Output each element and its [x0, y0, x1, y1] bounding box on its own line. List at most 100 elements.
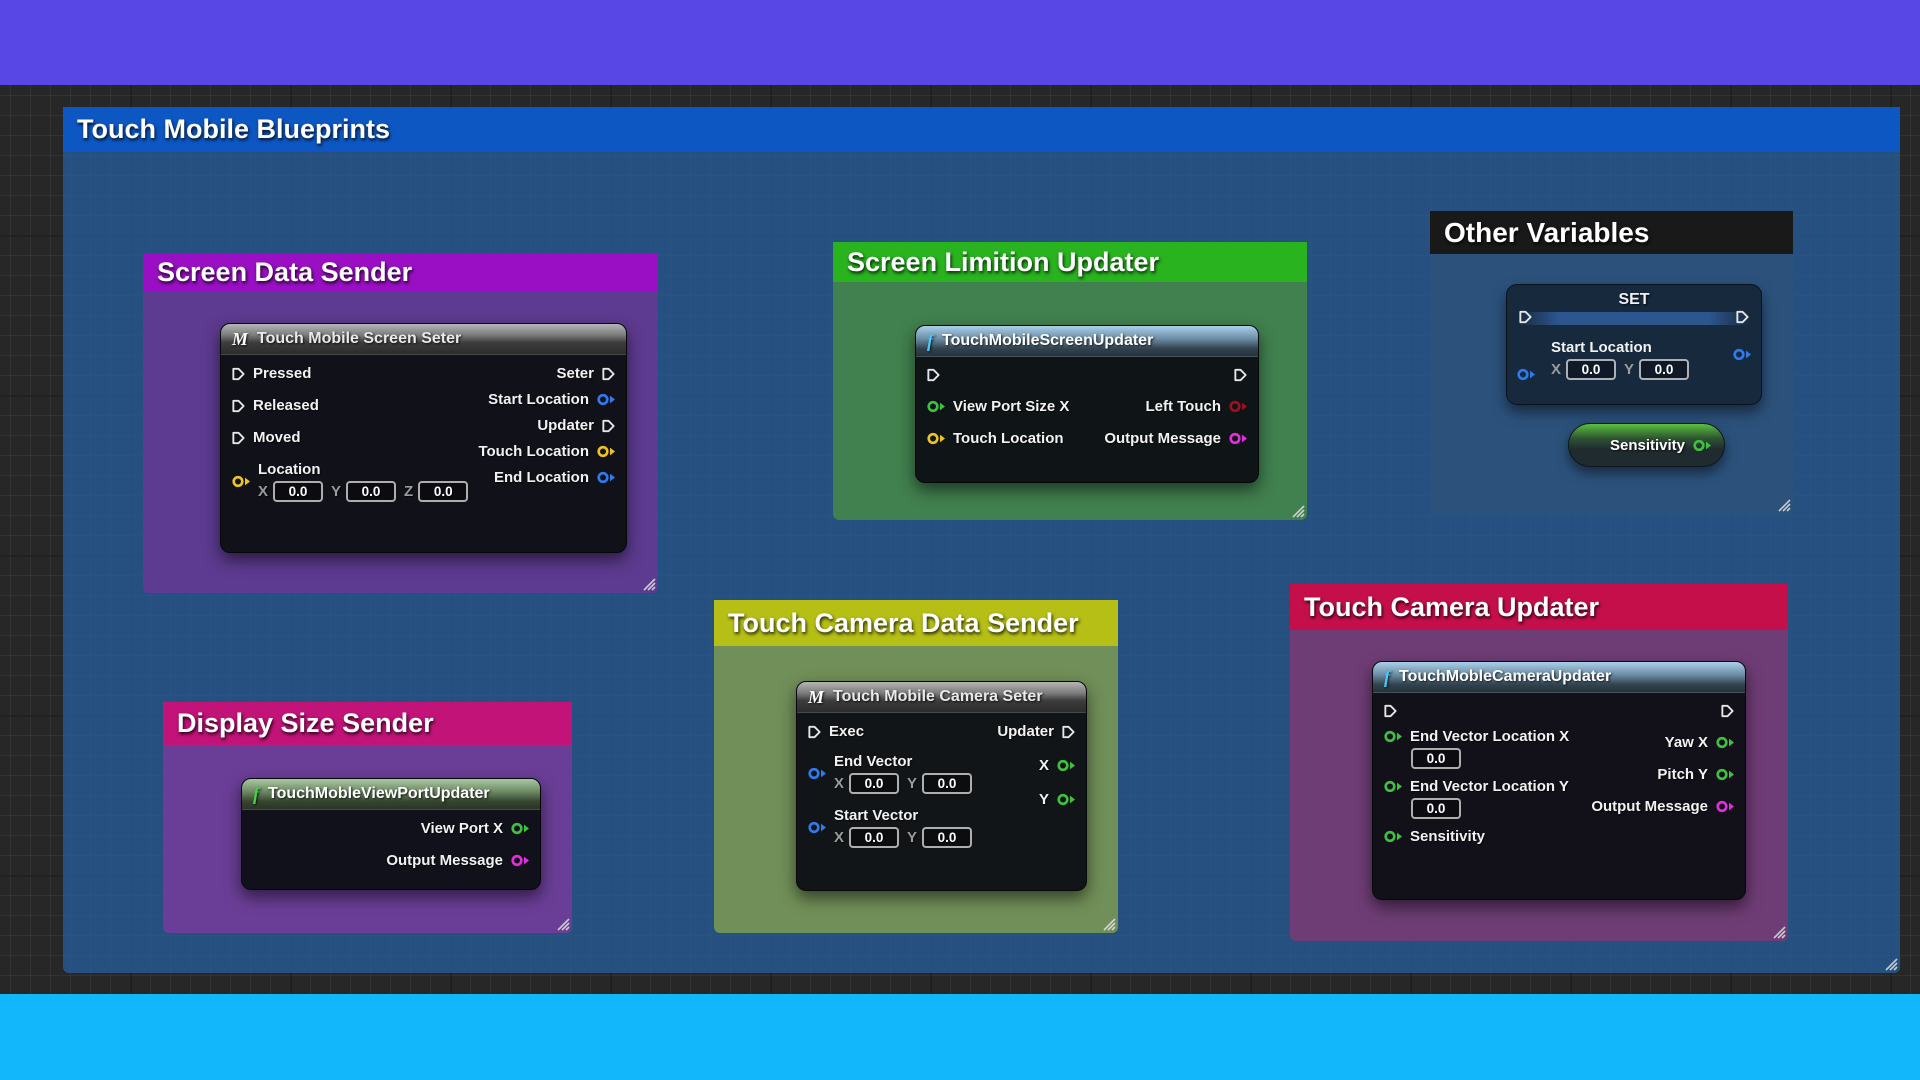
float-pin-icon[interactable]: [510, 821, 530, 836]
vector2d-pin-icon[interactable]: [1732, 347, 1752, 362]
string-pin-icon[interactable]: [510, 853, 530, 868]
value-field[interactable]: 0.0: [1411, 798, 1461, 819]
comment-title: Display Size Sender: [177, 708, 434, 738]
pin-exec: Exec: [807, 723, 864, 740]
value-field[interactable]: 0.0: [273, 481, 324, 502]
node-header[interactable]: M Touch Mobile Screen Seter: [221, 324, 626, 355]
node-get-sensitivity[interactable]: Sensitivity: [1568, 423, 1725, 467]
value-field[interactable]: 0.0: [1411, 748, 1461, 769]
string-pin-icon[interactable]: [1228, 431, 1248, 446]
pin-output-message: Output Message: [1591, 798, 1735, 815]
exec-pin-icon[interactable]: [231, 366, 246, 382]
node-header[interactable]: M Touch Mobile Camera Seter: [797, 682, 1086, 713]
float-pin-icon[interactable]: [1383, 829, 1403, 844]
vector-pin-icon[interactable]: [231, 474, 251, 489]
resize-handle-icon[interactable]: [1288, 501, 1305, 518]
value-field[interactable]: 0.0: [922, 827, 973, 848]
float-pin-icon[interactable]: [1383, 779, 1403, 794]
string-pin-icon[interactable]: [1715, 799, 1735, 814]
vector2d-pin-icon[interactable]: [596, 392, 616, 407]
comment-title: Touch Mobile Blueprints: [77, 114, 390, 144]
exec-pin-icon[interactable]: [1383, 703, 1398, 719]
node-header[interactable]: f TouchMobleCameraUpdater: [1373, 662, 1745, 693]
node-title: TouchMobileScreenUpdater: [942, 332, 1154, 349]
pin-start-location: Start Location: [488, 391, 616, 408]
comment-title: Touch Camera Updater: [1304, 591, 1600, 622]
value-field[interactable]: 0.0: [418, 481, 469, 502]
pin-updater: Updater: [997, 723, 1076, 740]
node-touchmoblecameraupdater[interactable]: f TouchMobleCameraUpdater End Vector Loc…: [1372, 661, 1746, 900]
pin-y: Y: [1039, 791, 1076, 808]
comment-header[interactable]: Display Size Sender: [163, 702, 572, 745]
exec-pin-icon[interactable]: [231, 430, 246, 446]
pin-end-vector-location-y: End Vector Location Y 0.0: [1383, 778, 1569, 819]
node-header[interactable]: f TouchMobileScreenUpdater: [916, 326, 1258, 357]
value-field[interactable]: 0.0: [922, 773, 973, 794]
resize-handle-icon[interactable]: [1881, 954, 1898, 971]
pin-touch-location: Touch Location: [926, 430, 1064, 447]
pin-moved: Moved: [231, 429, 301, 446]
resize-handle-icon[interactable]: [1769, 922, 1786, 939]
exec-pin-icon[interactable]: [601, 418, 616, 434]
set-node-stripe: [1517, 312, 1751, 325]
float-pin-icon[interactable]: [1383, 729, 1403, 744]
exec-pin-icon[interactable]: [1233, 367, 1248, 383]
pin-seter: Seter: [556, 365, 616, 382]
pin-output-message: Output Message: [386, 852, 530, 869]
pin-view-port-size-x: View Port Size X: [926, 398, 1069, 415]
exec-pin-icon[interactable]: [1720, 703, 1735, 719]
exec-pin-icon[interactable]: [1061, 724, 1076, 740]
comment-header[interactable]: Touch Camera Data Sender: [714, 600, 1118, 646]
float-pin-icon[interactable]: [1692, 438, 1712, 453]
exec-pin-icon[interactable]: [1518, 309, 1533, 325]
pin-x: X: [1039, 757, 1076, 774]
pin-touch-location: Touch Location: [478, 443, 616, 460]
comment-header[interactable]: Other Variables: [1430, 211, 1793, 254]
value-field[interactable]: 0.0: [1566, 359, 1617, 380]
pin-pitch-y: Pitch Y: [1657, 766, 1735, 783]
node-touchmobleviewportupdater[interactable]: f TouchMobleViewPortUpdater View Port X …: [241, 778, 541, 890]
exec-pin-icon[interactable]: [807, 724, 822, 740]
float-pin-icon[interactable]: [1056, 792, 1076, 807]
bool-pin-icon[interactable]: [1228, 399, 1248, 414]
vector2d-pin-icon[interactable]: [807, 766, 827, 781]
float-pin-icon[interactable]: [1715, 767, 1735, 782]
resize-handle-icon[interactable]: [1774, 495, 1791, 512]
float-pin-icon[interactable]: [926, 399, 946, 414]
vector2d-pin-icon[interactable]: [1516, 367, 1536, 382]
exec-pin-icon[interactable]: [231, 398, 246, 414]
value-field[interactable]: 0.0: [346, 481, 397, 502]
vector2d-pin-icon[interactable]: [926, 431, 946, 446]
exec-pin-icon[interactable]: [1735, 309, 1750, 325]
vector2d-pin-icon[interactable]: [596, 444, 616, 459]
node-title: Touch Mobile Camera Seter: [833, 688, 1043, 705]
value-field[interactable]: 0.0: [849, 827, 900, 848]
node-touch-mobile-screen-seter[interactable]: M Touch Mobile Screen Seter Pressed Rele…: [220, 323, 627, 553]
exec-pin-icon[interactable]: [926, 367, 941, 383]
comment-header[interactable]: Touch Camera Updater: [1290, 584, 1788, 630]
node-title: Touch Mobile Screen Seter: [257, 330, 462, 347]
resize-handle-icon[interactable]: [1099, 914, 1116, 931]
comment-header[interactable]: Screen Limition Updater: [833, 242, 1307, 282]
resize-handle-icon[interactable]: [553, 914, 570, 931]
node-header[interactable]: f TouchMobleViewPortUpdater: [242, 779, 540, 810]
node-touchmobilescreenupdater[interactable]: f TouchMobileScreenUpdater View Port Siz…: [915, 325, 1259, 483]
vector2d-pin-icon[interactable]: [596, 470, 616, 485]
value-field[interactable]: 0.0: [1639, 359, 1690, 380]
exec-pin-icon[interactable]: [601, 366, 616, 382]
resize-handle-icon[interactable]: [639, 574, 656, 591]
float-pin-icon[interactable]: [1715, 735, 1735, 750]
float-pin-icon[interactable]: [1056, 758, 1076, 773]
comment-header[interactable]: Screen Data Sender: [143, 253, 658, 292]
node-touch-mobile-camera-seter[interactable]: M Touch Mobile Camera Seter Exec End Vec…: [796, 681, 1087, 891]
set-node-title: SET: [1618, 291, 1650, 308]
comment-header[interactable]: Touch Mobile Blueprints: [63, 107, 1900, 152]
comment-title: Other Variables: [1444, 216, 1650, 248]
pin-end-location: End Location: [494, 469, 616, 486]
blueprint-graph-canvas[interactable]: Touch Mobile Blueprints Screen Data Send…: [0, 85, 1920, 994]
value-field[interactable]: 0.0: [849, 773, 900, 794]
vector2d-pin-icon[interactable]: [807, 820, 827, 835]
